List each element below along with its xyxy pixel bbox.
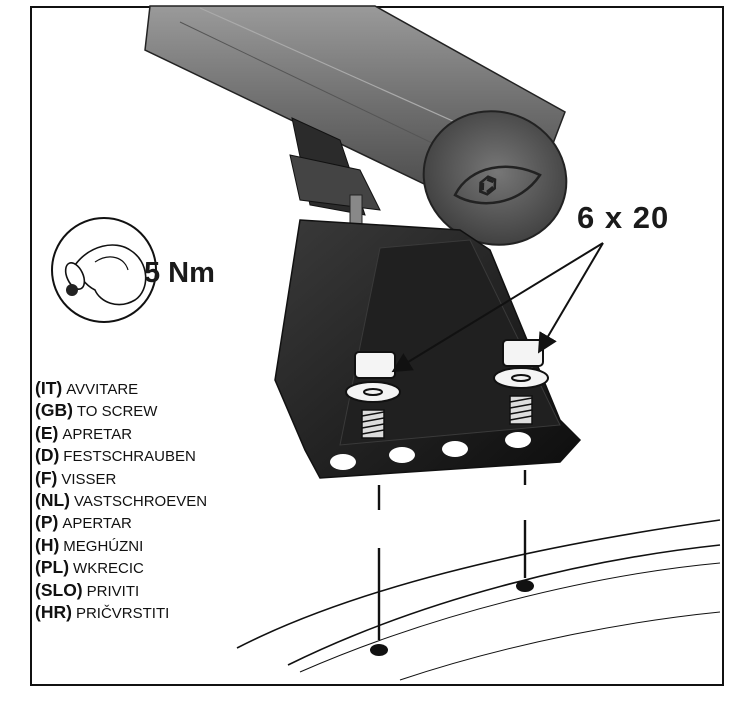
instruction-item: (IT)AVVITARE (35, 378, 207, 400)
instruction-text: PRIVITI (86, 582, 140, 600)
arrow-icon (391, 242, 604, 373)
instruction-item: (H)MEGHÚZNI (35, 535, 207, 557)
instruction-item: (E)APRETAR (35, 423, 207, 445)
instruction-text: VISSER (61, 470, 117, 488)
torque-value-label: 5 Nm (144, 257, 215, 289)
instruction-item: (D)FESTSCHRAUBEN (35, 445, 207, 467)
roof-hole (370, 644, 388, 656)
language-code: (PL) (35, 557, 70, 578)
instruction-text: WKRECIC (73, 560, 144, 578)
alignment-line (377, 470, 527, 640)
language-code: (E) (35, 422, 59, 443)
instruction-text: APERTAR (62, 515, 132, 533)
language-code: (IT) (35, 378, 63, 398)
language-code: (GB) (35, 400, 73, 421)
instruction-text: AVVITARE (66, 381, 139, 398)
instruction-text: MEGHÚZNI (63, 537, 144, 555)
instruction-text: FESTSCHRAUBEN (63, 448, 196, 466)
language-code: (SLO) (35, 579, 83, 600)
instruction-text: APRETAR (62, 425, 133, 443)
instruction-text: TO SCREW (76, 403, 158, 421)
instruction-item: (PL)WKRECIC (35, 557, 207, 579)
instruction-text: PRIČVRSTITI (75, 605, 170, 623)
language-code: (D) (35, 445, 60, 466)
roof-bar-icon: ⌬ (144, 5, 568, 246)
language-code: (H) (35, 534, 60, 555)
instruction-item: (P)APERTAR (35, 512, 207, 534)
language-code: (F) (35, 467, 58, 488)
roof-hole (516, 580, 534, 592)
instruction-item: (NL)VASTSCHROEVEN (35, 490, 207, 512)
instruction-item: (F)VISSER (35, 468, 207, 490)
language-code: (P) (35, 512, 59, 533)
instruction-item: (HR)PRIČVRSTITI (35, 602, 207, 624)
instruction-list: (IT)AVVITARE (GB)TO SCREW (E)APRETAR (D)… (35, 378, 207, 624)
language-code: (HR) (35, 602, 72, 623)
instruction-text: VASTSCHROEVEN (73, 493, 208, 511)
washer-icon (345, 367, 549, 403)
bolt-icon (354, 351, 396, 439)
language-code: (NL) (35, 490, 70, 511)
instruction-item: (SLO)PRIVITI (35, 580, 207, 602)
hand-torque-icon (51, 217, 157, 323)
car-roof-icon (236, 519, 721, 681)
bolt-size-label: 6 x 20 (577, 200, 670, 235)
instruction-item: (GB)TO SCREW (35, 400, 207, 422)
